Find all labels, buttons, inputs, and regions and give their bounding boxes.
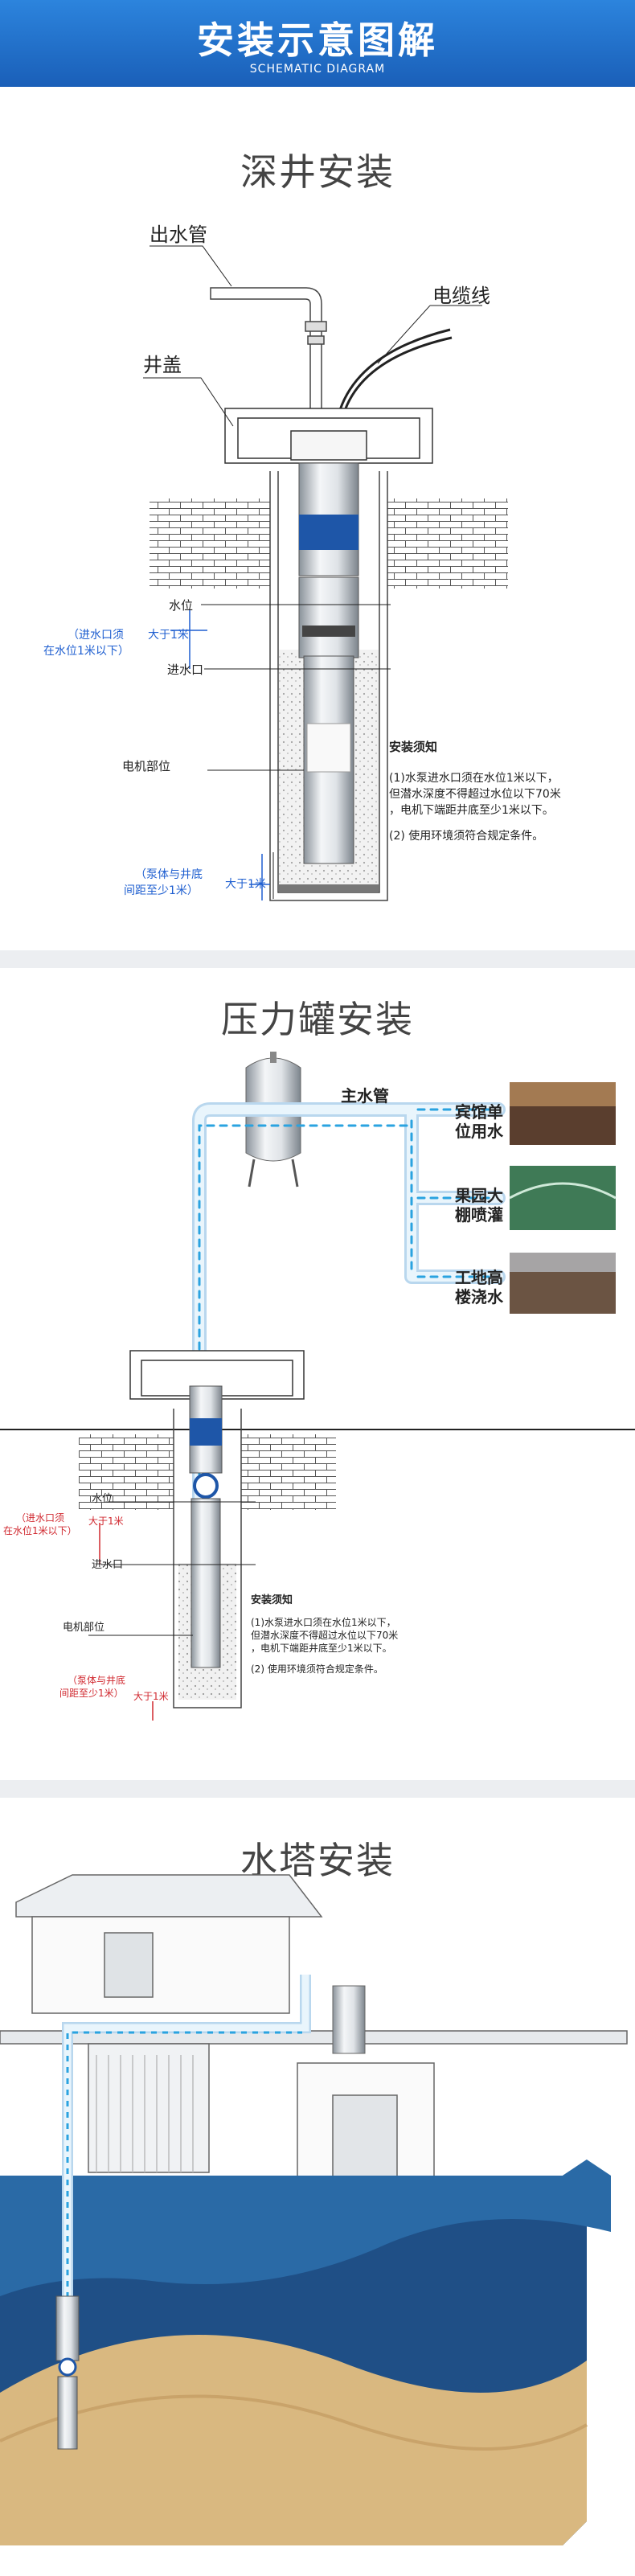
notice-line-4: (2) 使用环境须符合规定条件。 (389, 829, 543, 843)
label-main-pipe: 主水管 (341, 1086, 389, 1105)
page-title: 安装示意图解 (197, 18, 438, 62)
section-divider (0, 950, 635, 968)
label-motor: 电机部位 (122, 759, 170, 773)
water-tower-diagram (0, 1874, 628, 2545)
note-inlet-1: （进水口须 (68, 629, 124, 642)
brick-wall-left (150, 498, 270, 589)
note-bottom-2-1: （泵体与井底 (68, 1674, 125, 1686)
deep-well-diagram: 出水管 电缆线 井盖 水位 进水口 电机部位 大于1米 （进水口须 在水位1米以… (43, 224, 561, 901)
pressure-tank (245, 1052, 301, 1188)
cable (336, 328, 451, 419)
pump-3 (55, 2295, 80, 2361)
label-use3-l1: 工地高 (455, 1268, 503, 1287)
outlet-pipe (210, 287, 327, 419)
brick-wall-right (387, 498, 508, 589)
label-inlet-2: 进水口 (92, 1559, 123, 1571)
pressure-tank-diagram: 主水管 宾馆单 位用水 果园大 棚喷灌 工地高 楼浇水 水位 进水口 电机部位 … (0, 1052, 635, 1721)
label-use1-l2: 位用水 (455, 1122, 504, 1141)
pressure-tank-title: 压力罐安装 (221, 998, 414, 1041)
note-bottom-2: 间距至少1米） (124, 884, 199, 897)
page-subtitle: SCHEMATIC DIAGRAM (249, 63, 386, 76)
house (0, 1874, 628, 2184)
pump (298, 462, 359, 864)
label-gt1m-b: 大于1米 (225, 878, 266, 891)
label-inlet: 进水口 (167, 662, 203, 677)
label-gt1m-b-2: 大于1米 (133, 1691, 169, 1702)
label-cable: 电缆线 (432, 285, 490, 307)
label-use3-l2: 楼浇水 (455, 1287, 504, 1306)
photo-greenhouse (510, 1166, 616, 1230)
label-outlet-pipe: 出水管 (150, 224, 207, 246)
water-tower-tank (332, 1985, 366, 2054)
label-well-cover: 井盖 (143, 354, 182, 376)
soil (0, 2335, 587, 2545)
notice2-line-2: 但潜水深度不得超过水位以下70米 (251, 1629, 398, 1641)
notice2-line-3: ，电机下端距井底至少1米以下。 (251, 1642, 392, 1654)
label-gt1m-a-2: 大于1米 (88, 1516, 124, 1527)
notice2-line-4: (2) 使用环境须符合规定条件。 (251, 1663, 383, 1675)
well-cover (224, 408, 433, 464)
note-bottom-1: （泵体与井底 (135, 868, 203, 881)
notice2-heading: 安装须知 (251, 1594, 293, 1606)
label-use2-l1: 果园大 (455, 1186, 503, 1205)
label-gt1m-a: 大于1米 (148, 629, 189, 642)
notice-line-1: (1)水泵进水口须在水位1米以下， (389, 772, 559, 785)
note-inlet-2: 在水位1米以下） (43, 645, 129, 658)
notice2-line-1: (1)水泵进水口须在水位1米以下， (251, 1616, 396, 1628)
header-banner: 安装示意图解 SCHEMATIC DIAGRAM (0, 0, 635, 87)
section-divider-2 (0, 1780, 635, 1798)
deep-well-title: 深井安装 (240, 150, 395, 194)
note-inlet-2-1: （进水口须 (16, 1512, 64, 1524)
notice-heading: 安装须知 (389, 740, 437, 754)
label-motor-2: 电机部位 (63, 1622, 104, 1634)
label-water-level-2: 水位 (92, 1493, 113, 1505)
notice-line-2: 但潜水深度不得超过水位以下70米 (389, 787, 561, 801)
label-water-level: 水位 (169, 598, 193, 613)
label-use2-l2: 棚喷灌 (455, 1205, 503, 1224)
label-use1-l1: 宾馆单 (455, 1102, 503, 1122)
notice-line-3: ，电机下端距井底至少1米以下。 (389, 804, 554, 817)
note-bottom-2-2: 间距至少1米） (59, 1688, 124, 1699)
note-inlet-2-2: 在水位1米以下） (3, 1524, 77, 1536)
